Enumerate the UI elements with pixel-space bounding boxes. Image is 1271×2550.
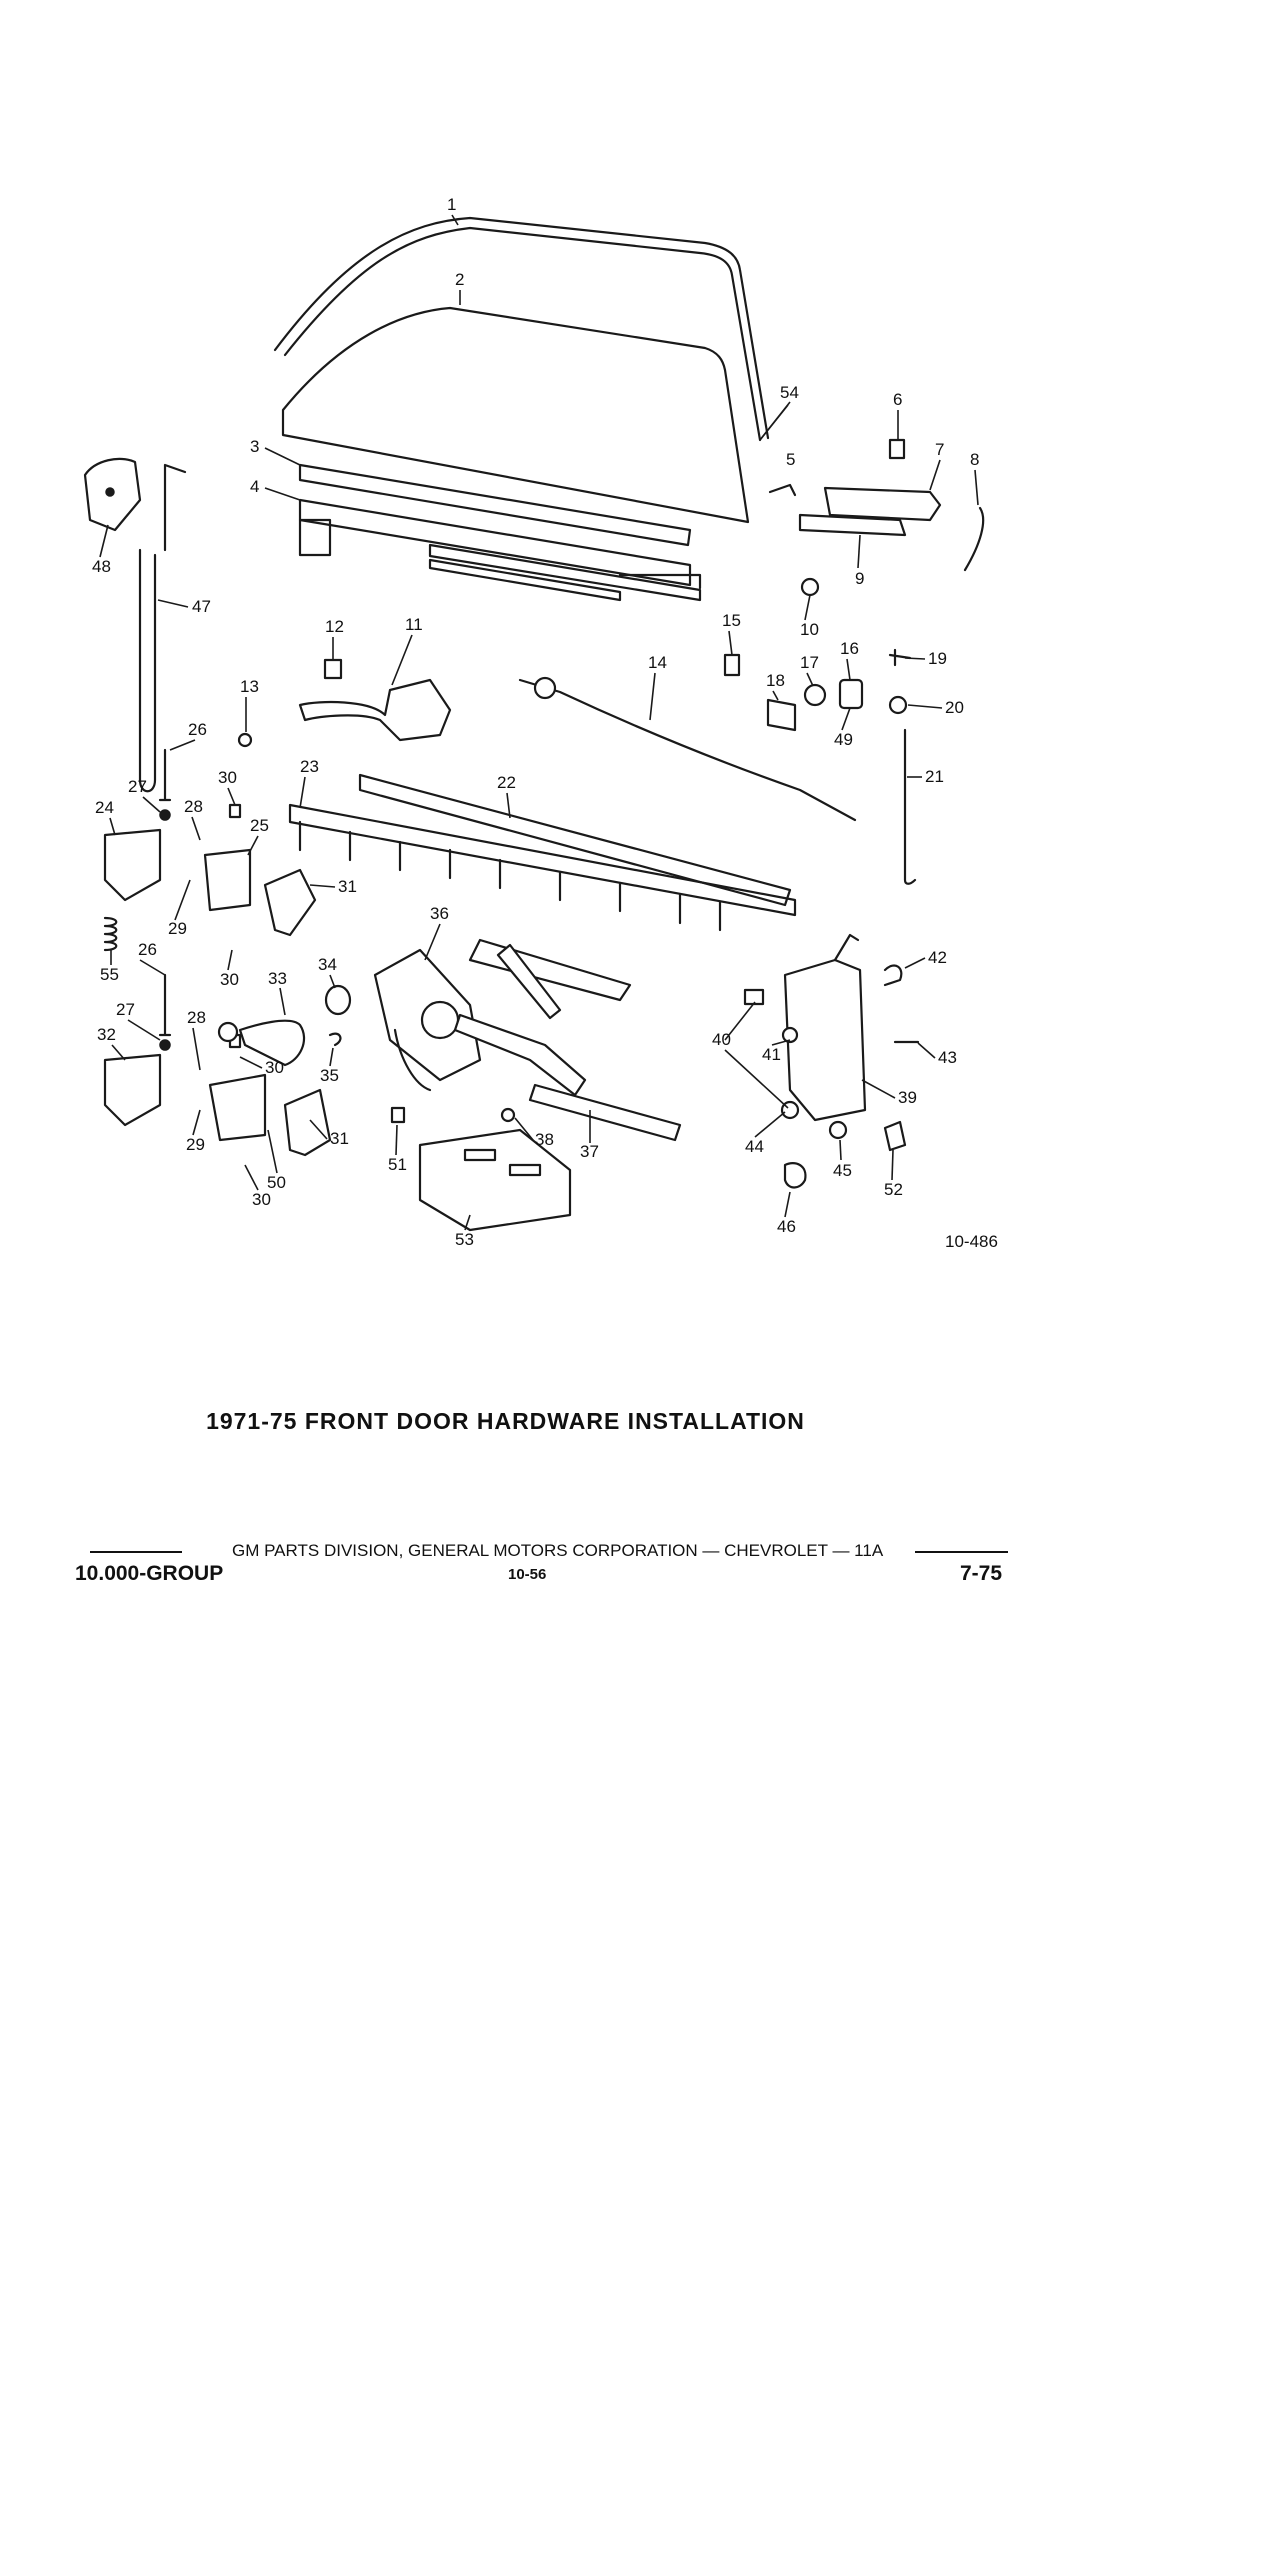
callout-6: 6 xyxy=(893,390,902,409)
callout-24: 24 xyxy=(95,798,114,817)
part-lower-hinge xyxy=(103,973,267,1142)
part-cable xyxy=(518,676,857,822)
callout-39: 39 xyxy=(898,1088,917,1107)
callout-43: 43 xyxy=(938,1048,957,1067)
caption-text: 1971-75 FRONT DOOR HARDWARE INSTALLATION xyxy=(206,1408,805,1434)
part-misc-lower xyxy=(390,1106,572,1232)
callout-4: 4 xyxy=(250,477,259,496)
callout-50: 50 xyxy=(267,1173,286,1192)
callout-23: 23 xyxy=(300,757,319,776)
callout-10: 10 xyxy=(800,620,819,639)
callout-46: 46 xyxy=(777,1217,796,1236)
callout-27b: 27 xyxy=(116,1000,135,1019)
callout-48: 48 xyxy=(92,557,111,576)
callout-54: 54 xyxy=(780,383,799,402)
part-outside-handle xyxy=(768,438,985,597)
callout-29b: 29 xyxy=(186,1135,205,1154)
callout-30a: 30 xyxy=(218,768,237,787)
callout-26a: 26 xyxy=(188,720,207,739)
callout-28b: 28 xyxy=(187,1008,206,1027)
part-small-hardware xyxy=(723,648,917,885)
part-window-crank xyxy=(217,984,352,1067)
callout-30d: 30 xyxy=(252,1190,271,1209)
figure-caption: 1971-75 FRONT DOOR HARDWARE INSTALLATION xyxy=(0,1408,1271,1435)
callout-52: 52 xyxy=(884,1180,903,1199)
part-window-frame xyxy=(273,216,770,442)
callout-14: 14 xyxy=(648,653,667,672)
callout-7: 7 xyxy=(935,440,944,459)
part-bracket-37 xyxy=(500,1083,682,1142)
callout-31a: 31 xyxy=(338,877,357,896)
callout-5: 5 xyxy=(786,450,795,469)
callout-12: 12 xyxy=(325,617,344,636)
part-bracket-31 xyxy=(263,868,332,1157)
callout-27a: 27 xyxy=(128,777,147,796)
callout-40: 40 xyxy=(712,1030,731,1049)
part-window-regulator xyxy=(373,938,632,1097)
callout-34: 34 xyxy=(318,955,337,974)
footer-page-number: 10-56 xyxy=(508,1566,547,1583)
part-door-lock xyxy=(743,933,920,1189)
callout-25: 25 xyxy=(250,816,269,835)
callout-55: 55 xyxy=(100,965,119,984)
part-rod-47 xyxy=(138,463,187,793)
callout-41: 41 xyxy=(762,1045,781,1064)
callout-15: 15 xyxy=(722,611,741,630)
footer-group: 10.000-GROUP xyxy=(75,1562,224,1585)
callout-38: 38 xyxy=(535,1130,554,1149)
callout-42: 42 xyxy=(928,948,947,967)
callout-11: 11 xyxy=(405,615,423,634)
callout-8: 8 xyxy=(970,450,979,469)
callout-35: 35 xyxy=(320,1066,339,1085)
part-bracket-48 xyxy=(83,457,142,532)
callout-labels: 1 2 3 4 5 6 7 8 9 10 11 12 13 14 15 16 1… xyxy=(92,195,998,1251)
callout-49: 49 xyxy=(834,730,853,749)
callout-37: 37 xyxy=(580,1142,599,1161)
footer-rule-left xyxy=(90,1551,182,1553)
callout-30b: 30 xyxy=(220,970,239,989)
part-spring-55 xyxy=(103,916,118,952)
callout-16: 16 xyxy=(840,639,859,658)
callout-32: 32 xyxy=(97,1025,116,1044)
callout-29a: 29 xyxy=(168,919,187,938)
callout-47: 47 xyxy=(192,597,211,616)
callout-13: 13 xyxy=(240,677,259,696)
callout-31b: 31 xyxy=(330,1129,349,1148)
callout-51: 51 xyxy=(388,1155,407,1174)
figure-code: 10-486 xyxy=(945,1232,998,1251)
callout-33: 33 xyxy=(268,969,287,988)
callout-28a: 28 xyxy=(184,797,203,816)
part-inside-handle xyxy=(237,658,452,748)
callout-26b: 26 xyxy=(138,940,157,959)
callout-2: 2 xyxy=(455,270,464,289)
part-door-glass xyxy=(281,306,750,524)
footer-rule-right xyxy=(915,1551,1008,1553)
part-upper-hinge xyxy=(103,748,252,912)
callout-44: 44 xyxy=(745,1137,764,1156)
callout-17: 17 xyxy=(800,653,819,672)
callout-1: 1 xyxy=(447,195,456,214)
callout-3: 3 xyxy=(250,437,259,456)
callout-22: 22 xyxy=(497,773,516,792)
door-hardware-diagram: 1 2 3 4 5 6 7 8 9 10 11 12 13 14 15 16 1… xyxy=(83,195,998,1251)
leader-lines xyxy=(99,214,979,1231)
callout-18: 18 xyxy=(766,671,785,690)
callout-9: 9 xyxy=(855,569,864,588)
part-glass-channels xyxy=(298,463,702,602)
callout-45: 45 xyxy=(833,1161,852,1180)
callout-30c: 30 xyxy=(265,1058,284,1077)
footer-publisher: GM PARTS DIVISION, GENERAL MOTORS CORPOR… xyxy=(232,1541,884,1560)
footer-date: 7-75 xyxy=(960,1562,1003,1585)
callout-36: 36 xyxy=(430,904,449,923)
callout-19: 19 xyxy=(928,649,947,668)
callout-20: 20 xyxy=(945,698,964,717)
callout-21: 21 xyxy=(925,767,944,786)
callout-53: 53 xyxy=(455,1230,474,1249)
part-run-channel xyxy=(288,773,797,932)
